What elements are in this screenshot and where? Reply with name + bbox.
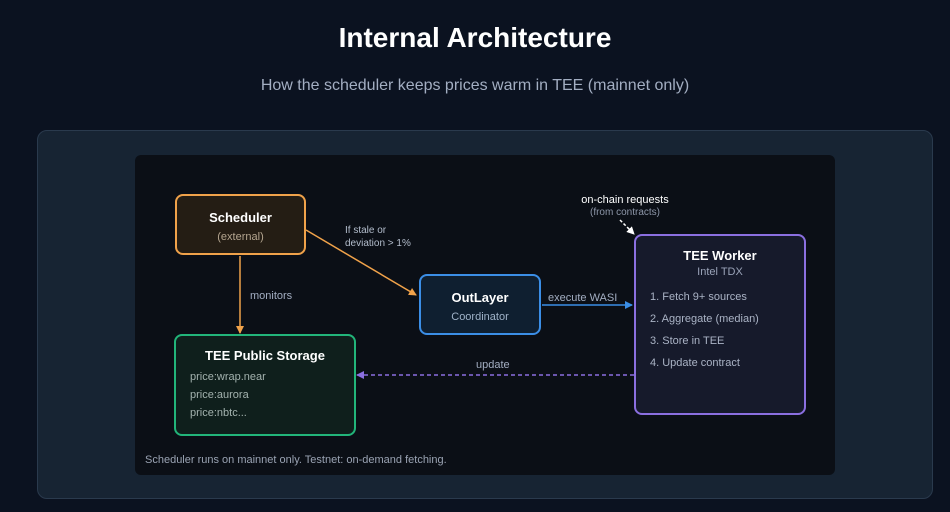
node-title: OutLayer (451, 290, 509, 305)
tee-worker-node: TEE Worker Intel TDX 1. Fetch 9+ sources… (634, 234, 806, 415)
trigger-label-line: If stale or (345, 225, 387, 236)
page-subtitle: How the scheduler keeps prices warm in T… (260, 77, 690, 94)
node-title: TEE Worker (683, 248, 757, 263)
node-subtitle: (external) (217, 231, 264, 243)
scheduler-node: Scheduler (external) (175, 194, 306, 255)
node-subtitle: Coordinator (451, 311, 509, 323)
page-title: Internal Architecture (338, 22, 612, 53)
node-subtitle: Intel TDX (697, 266, 743, 278)
storage-entry: price:aurora (190, 389, 249, 401)
outlayer-node: OutLayer Coordinator (419, 274, 541, 335)
tee-storage-node: TEE Public Storage price:wrap.near price… (174, 334, 356, 436)
storage-entry: price:wrap.near (190, 371, 266, 383)
requests-label: on-chain requests (581, 194, 669, 206)
requests-sublabel: (from contracts) (589, 207, 660, 218)
node-title: Scheduler (209, 210, 272, 225)
worker-step: 2. Aggregate (median) (650, 313, 759, 325)
worker-steps: 1. Fetch 9+ sources 2. Aggregate (median… (650, 290, 804, 378)
worker-step: 1. Fetch 9+ sources (650, 291, 747, 303)
storage-entry: price:nbtc... (190, 407, 247, 419)
footnote: Scheduler runs on mainnet only. Testnet:… (145, 454, 447, 466)
worker-step: 3. Store in TEE (650, 335, 725, 347)
worker-step: 4. Update contract (650, 357, 740, 369)
trigger-label-line: deviation > 1% (345, 238, 411, 249)
trigger-arrow (305, 229, 417, 296)
trigger-label: If stale or deviation > 1% (345, 224, 435, 250)
requests-arrow (619, 219, 635, 235)
update-label: update (476, 359, 510, 371)
monitors-label: monitors (250, 290, 293, 302)
node-title: TEE Public Storage (205, 348, 325, 363)
storage-entries: price:wrap.near price:aurora price:nbtc.… (190, 370, 354, 424)
execute-label: execute WASI (548, 292, 618, 304)
